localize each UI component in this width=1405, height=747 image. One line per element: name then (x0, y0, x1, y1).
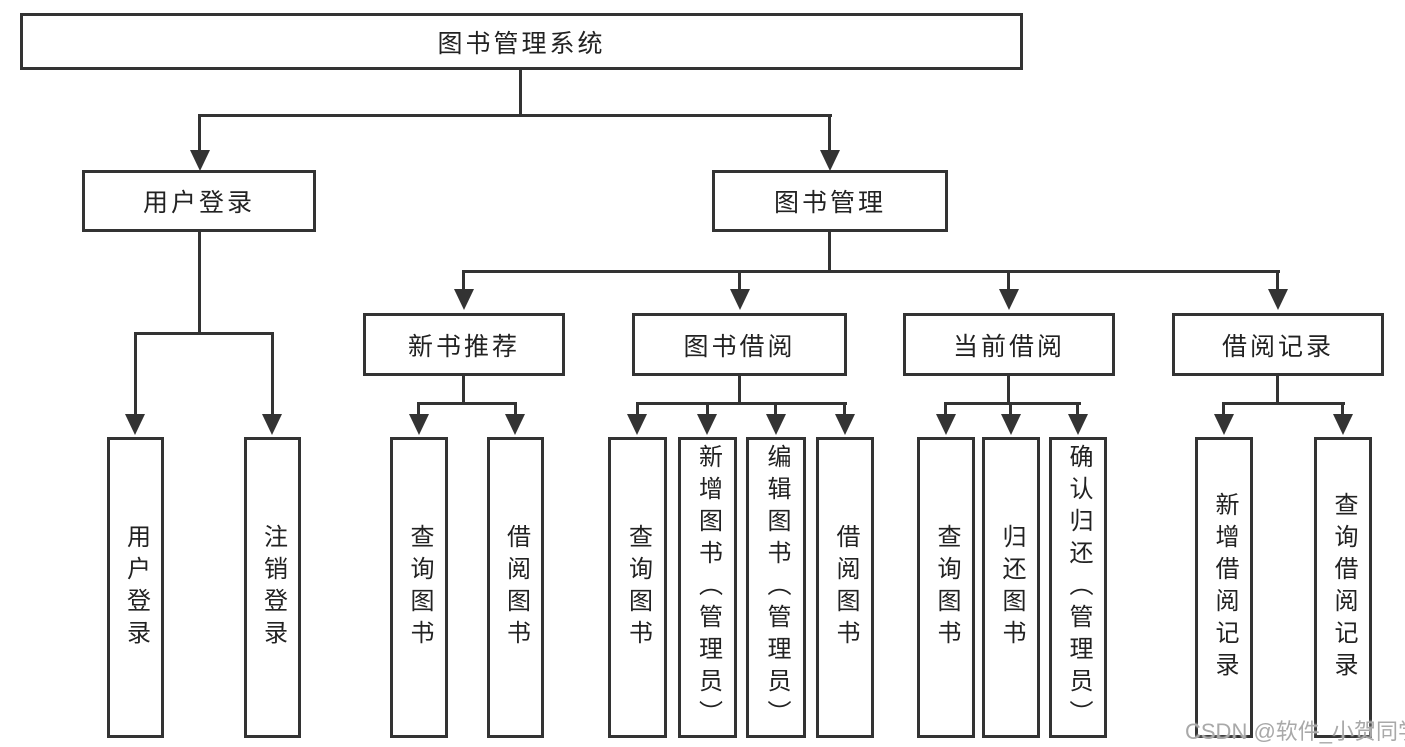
connector-line (1009, 402, 1012, 416)
arrowhead-icon (1214, 414, 1234, 435)
connector-line (417, 402, 420, 416)
connector-line (944, 402, 947, 416)
level3-node-book-borrow: 图书借阅 (632, 313, 847, 376)
connector-line (843, 402, 846, 416)
connector-line (738, 270, 741, 290)
leaf-node-return-books: 归还图书 (982, 437, 1040, 738)
connector-line (1007, 376, 1010, 405)
arrowhead-icon (505, 414, 525, 435)
connector-line (463, 270, 1280, 273)
leaf-node-borrow-books: 借阅图书 (487, 437, 544, 738)
level3-node-borrow-records: 借阅记录 (1172, 313, 1384, 376)
connector-line (271, 332, 274, 415)
arrowhead-icon (999, 289, 1019, 310)
arrowhead-icon (766, 414, 786, 435)
connector-line (462, 376, 465, 405)
leaf-node-logout: 注销登录 (244, 437, 301, 738)
connector-line (198, 232, 201, 334)
arrowhead-icon (190, 150, 210, 171)
connector-line (1341, 402, 1344, 416)
leaf-node-user-login: 用户登录 (107, 437, 164, 738)
level3-node-new-book-recommend: 新书推荐 (363, 313, 565, 376)
connector-line (134, 332, 137, 415)
connector-line (774, 402, 777, 416)
arrowhead-icon (1268, 289, 1288, 310)
arrowhead-icon (1001, 414, 1021, 435)
connector-line (636, 402, 639, 416)
connector-line (1076, 402, 1079, 416)
connector-line (738, 376, 741, 405)
leaf-node-add-borrow-record: 新增借阅记录 (1195, 437, 1253, 738)
arrowhead-icon (730, 289, 750, 310)
leaf-node-query-borrow-record: 查询借阅记录 (1314, 437, 1372, 738)
connector-line (1276, 270, 1279, 290)
connector-line (519, 69, 522, 117)
leaf-node-edit-books-admin: 编辑图书（管理员） (746, 437, 806, 738)
connector-line (828, 232, 831, 273)
connector-line (198, 114, 832, 117)
connector-line (514, 402, 517, 416)
arrowhead-icon (1068, 414, 1088, 435)
arrowhead-icon (409, 414, 429, 435)
connector-line (198, 114, 201, 152)
connector-line (636, 402, 847, 405)
leaf-node-borrow-books: 借阅图书 (816, 437, 874, 738)
csdn-watermark: CSDN @软件_小贺同学 (1185, 719, 1405, 744)
level2-node-user-login: 用户登录 (82, 170, 316, 232)
level3-node-current-borrow: 当前借阅 (903, 313, 1115, 376)
connector-line (1222, 402, 1345, 405)
leaf-node-confirm-return-admin: 确认归还（管理员） (1049, 437, 1107, 738)
connector-line (1222, 402, 1225, 416)
arrowhead-icon (820, 150, 840, 171)
leaf-node-query-books: 查询图书 (917, 437, 975, 738)
level2-node-book-management: 图书管理 (712, 170, 948, 232)
connector-line (134, 332, 274, 335)
leaf-node-query-books: 查询图书 (390, 437, 448, 738)
connector-line (828, 114, 831, 152)
arrowhead-icon (936, 414, 956, 435)
leaf-node-query-books: 查询图书 (608, 437, 667, 738)
connector-line (944, 402, 1081, 405)
connector-line (462, 270, 465, 290)
connector-line (1007, 270, 1010, 290)
connector-line (1276, 376, 1279, 405)
leaf-node-add-books-admin: 新增图书（管理员） (678, 437, 737, 738)
arrowhead-icon (125, 414, 145, 435)
connector-line (417, 402, 517, 405)
connector-line (706, 402, 709, 416)
arrowhead-icon (627, 414, 647, 435)
root-node-library-system: 图书管理系统 (20, 13, 1023, 70)
arrowhead-icon (835, 414, 855, 435)
arrowhead-icon (697, 414, 717, 435)
arrowhead-icon (262, 414, 282, 435)
arrowhead-icon (1333, 414, 1353, 435)
arrowhead-icon (454, 289, 474, 310)
